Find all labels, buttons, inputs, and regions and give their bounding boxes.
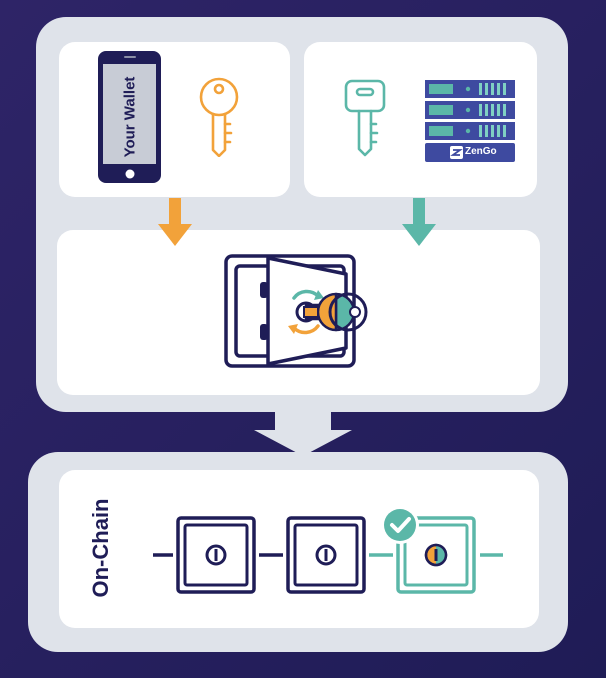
wallet-label: Your Wallet: [121, 76, 139, 158]
server-stack-icon: [425, 80, 515, 162]
verified-block: [396, 516, 476, 594]
on-chain-label: On-Chain: [88, 498, 113, 598]
vault-icon: [222, 252, 372, 370]
orange-down-arrow: [158, 198, 192, 248]
orange-key-icon: [197, 77, 241, 158]
locked-block-2: [286, 516, 366, 594]
user-wallet-card: [59, 42, 290, 197]
teal-key-icon: [344, 79, 386, 157]
server-brand-label: ZenGo: [465, 146, 497, 157]
teal-down-arrow: [402, 198, 436, 248]
server-card: [304, 42, 537, 197]
phone-icon: [97, 50, 162, 184]
block-chain: [153, 506, 503, 594]
locked-block-1: [176, 516, 256, 594]
checkmark-icon: [381, 506, 419, 544]
